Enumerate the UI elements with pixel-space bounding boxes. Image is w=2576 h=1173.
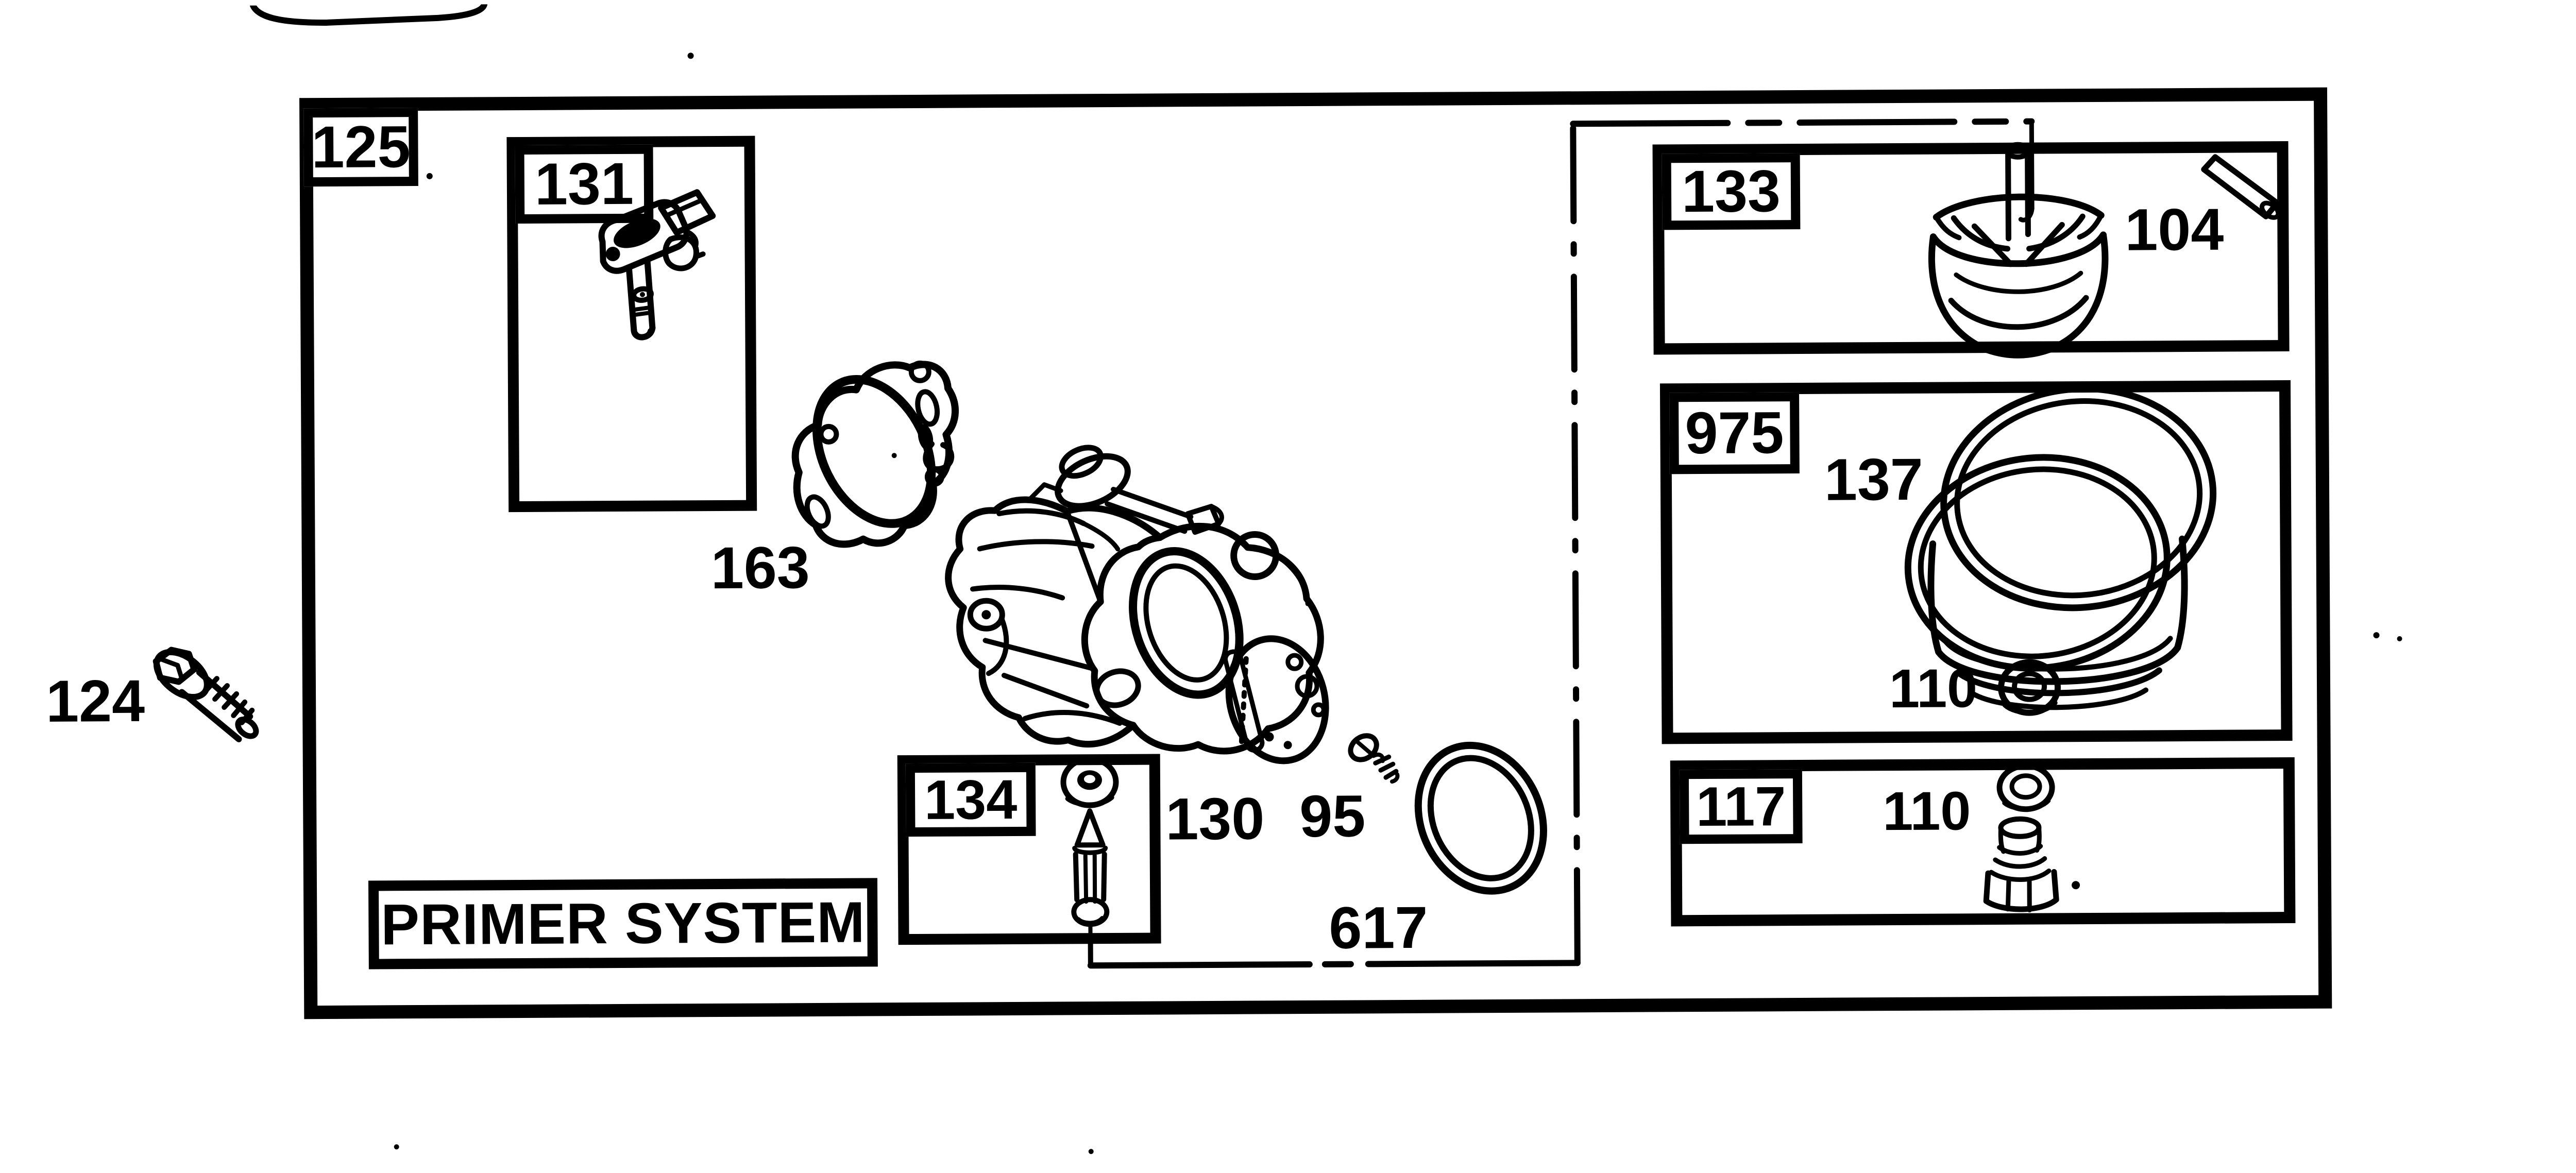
callout-617: 617 bbox=[1329, 894, 1428, 961]
callout-131-box: 131 bbox=[515, 144, 654, 224]
callout-125-box: 125 bbox=[303, 108, 418, 187]
callout-110-plug: 110 bbox=[1882, 780, 1971, 842]
callout-133-box: 133 bbox=[1662, 152, 1801, 230]
callout-95: 95 bbox=[1299, 783, 1366, 850]
callout-163: 163 bbox=[710, 535, 810, 602]
callout-137: 137 bbox=[1824, 446, 1924, 513]
callout-130: 130 bbox=[1165, 786, 1265, 853]
bolt-drawing bbox=[152, 647, 259, 742]
primer-system-title: PRIMER SYSTEM bbox=[368, 878, 878, 970]
callout-110-bowl: 110 bbox=[1889, 658, 1978, 720]
callout-134-box: 134 bbox=[905, 762, 1036, 837]
callout-117-box: 117 bbox=[1679, 769, 1803, 844]
page-fragment-curve bbox=[250, 1, 488, 26]
callout-124: 124 bbox=[45, 668, 145, 735]
callout-104: 104 bbox=[2125, 196, 2224, 263]
callout-975-box: 975 bbox=[1669, 392, 1800, 474]
